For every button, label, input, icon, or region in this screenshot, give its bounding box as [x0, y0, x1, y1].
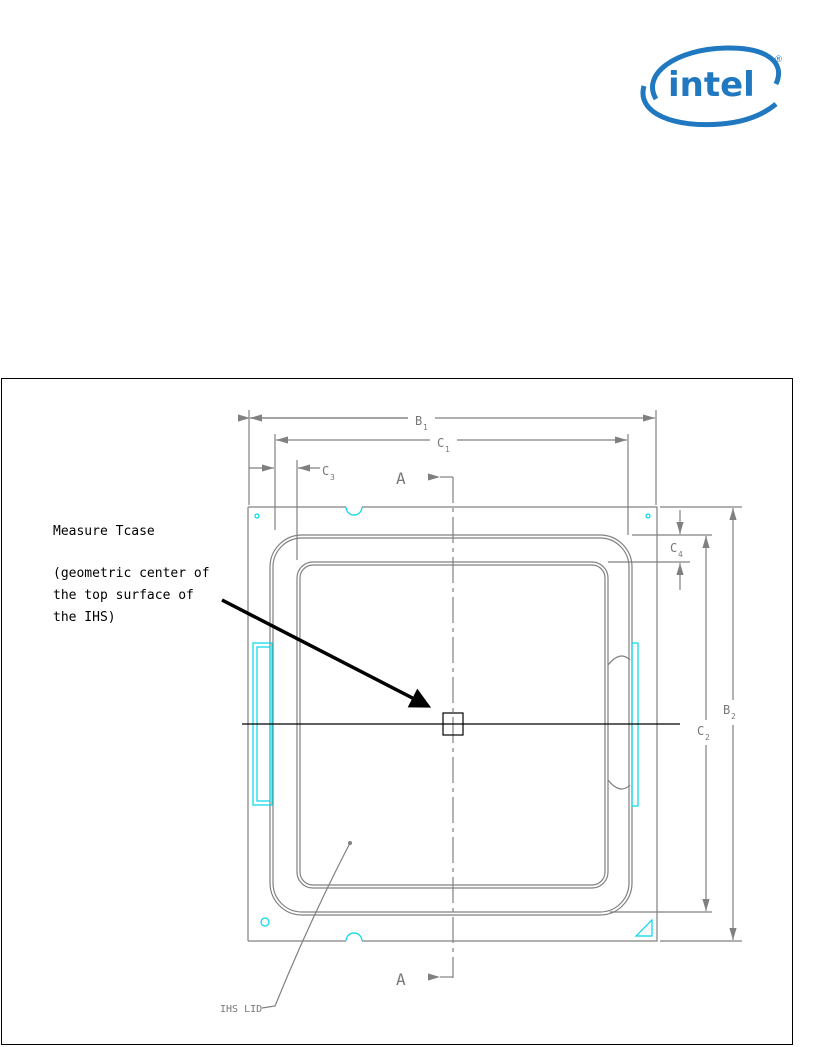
svg-text:4: 4 [678, 550, 683, 559]
measure-tcase-line-3: the IHS) [53, 610, 116, 625]
measure-tcase-line-1: (geometric center of [53, 566, 210, 581]
svg-text:3: 3 [330, 473, 335, 482]
dim-c2: C [697, 724, 704, 738]
dim-c1: C [437, 436, 444, 450]
ihs-lid-leader [261, 842, 351, 1009]
svg-text:1: 1 [445, 445, 450, 454]
measure-tcase-line-2: the top surface of [53, 588, 194, 603]
ihs-lid-label: IHS LID [220, 1004, 262, 1015]
dim-b2: B [723, 703, 730, 717]
logo-text: intel [668, 65, 755, 105]
logo-registered: ® [774, 55, 783, 65]
svg-text:2: 2 [705, 733, 710, 742]
section-mark-top: A [396, 469, 406, 488]
tcase-center-marker [442, 712, 464, 736]
ihs-outer-edge [269, 534, 633, 916]
dim-c3: C [322, 464, 329, 478]
dim-c4: C [670, 541, 677, 555]
diagram-frame [1, 378, 793, 1045]
dim-b1: B [415, 414, 422, 428]
svg-text:1: 1 [423, 423, 428, 432]
measure-arrow [221, 598, 432, 708]
intel-logo: intel ® [636, 44, 786, 134]
measure-tcase-title: Measure Tcase [53, 524, 155, 539]
svg-text:2: 2 [731, 712, 736, 721]
section-mark-bottom: A [396, 970, 406, 989]
